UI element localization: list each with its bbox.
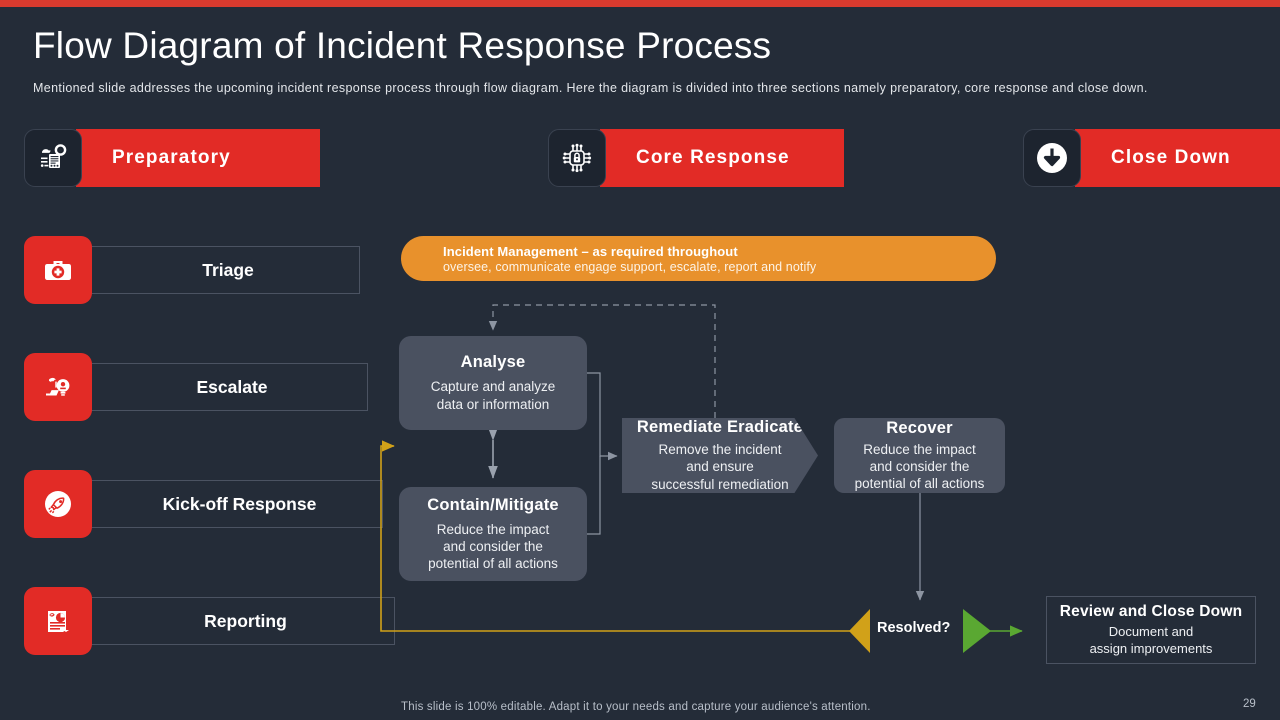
connector-analyse-to-remediate: [587, 372, 618, 461]
flow-box-title: Contain/Mitigate: [427, 495, 559, 514]
escalate-lightbulb-icon: [24, 353, 92, 421]
decision-yes-triangle-green: [963, 609, 991, 653]
sidebar-step-label: Kick-off Response: [80, 480, 383, 528]
flow-box-title: Review and Close Down: [1059, 602, 1243, 620]
flow-box-desc: Document and assign improvements: [1089, 623, 1213, 656]
decision-label-resolved: Resolved?: [877, 620, 951, 636]
flow-box-review-and-close-down[interactable]: Review and Close Down Document and assig…: [1046, 596, 1256, 664]
rocket-icon: [24, 470, 92, 538]
flow-box-desc: Capture and analyze data or information: [430, 379, 556, 412]
flow-box-contain-mitigate[interactable]: Contain/Mitigate Reduce the impact and c…: [399, 487, 587, 581]
sidebar-step-label: Escalate: [80, 363, 368, 411]
flow-box-title: Recover: [886, 418, 953, 437]
section-chip-label: Core Response: [600, 129, 844, 187]
sidebar-step-escalate[interactable]: Escalate: [24, 352, 368, 422]
section-chip-label: Preparatory: [76, 129, 320, 187]
section-chip-core-response[interactable]: Core Response: [548, 129, 844, 187]
banner-title: Incident Management – as required throug…: [443, 243, 738, 259]
flow-box-remediate-eradicate[interactable]: Remediate Eradicate Remove the incident …: [622, 418, 818, 493]
top-accent-bar: [0, 0, 1280, 7]
flow-box-title: Remediate Eradicate: [636, 418, 804, 437]
incident-management-banner: Incident Management – as required throug…: [401, 236, 996, 281]
flow-box-title: Analyse: [460, 353, 526, 372]
banner-subtitle: oversee, communicate engage support, esc…: [443, 259, 817, 274]
section-chip-label: Close Down: [1075, 129, 1280, 187]
sidebar-step-reporting[interactable]: Reporting: [24, 586, 395, 656]
sidebar-step-label: Reporting: [80, 597, 395, 645]
flow-box-desc: Reduce the impact and consider the poten…: [854, 441, 985, 492]
connector-contain-to-remediate: [587, 456, 601, 535]
report-document-chart-icon: [24, 587, 92, 655]
section-chip-close-down[interactable]: Close Down: [1023, 129, 1280, 187]
page-subtitle: Mentioned slide addresses the upcoming i…: [33, 81, 1148, 95]
chip-lock-security-icon: [548, 129, 606, 187]
decision-no-triangle-yellow: [849, 609, 870, 653]
flow-box-analyse[interactable]: Analyse Capture and analyze data or info…: [399, 336, 587, 430]
download-arrow-circle-icon: [1023, 129, 1081, 187]
flow-box-desc: Remove the incident and ensure successfu…: [651, 442, 789, 492]
section-chip-preparatory[interactable]: Preparatory: [24, 129, 320, 187]
sidebar-step-label: Triage: [80, 246, 360, 294]
flow-box-desc: Reduce the impact and consider the poten…: [428, 521, 558, 572]
page-title: Flow Diagram of Incident Response Proces…: [33, 25, 772, 66]
sidebar-step-triage[interactable]: Triage: [24, 235, 360, 305]
page-number: 29: [1243, 698, 1256, 710]
preparatory-checklist-gear-icon: [24, 129, 82, 187]
footer-note: This slide is 100% editable. Adapt it to…: [401, 701, 871, 713]
flow-box-recover[interactable]: Recover Reduce the impact and consider t…: [834, 418, 1005, 493]
sidebar-step-kickoff-response[interactable]: Kick-off Response: [24, 469, 383, 539]
first-aid-kit-icon: [24, 236, 92, 304]
